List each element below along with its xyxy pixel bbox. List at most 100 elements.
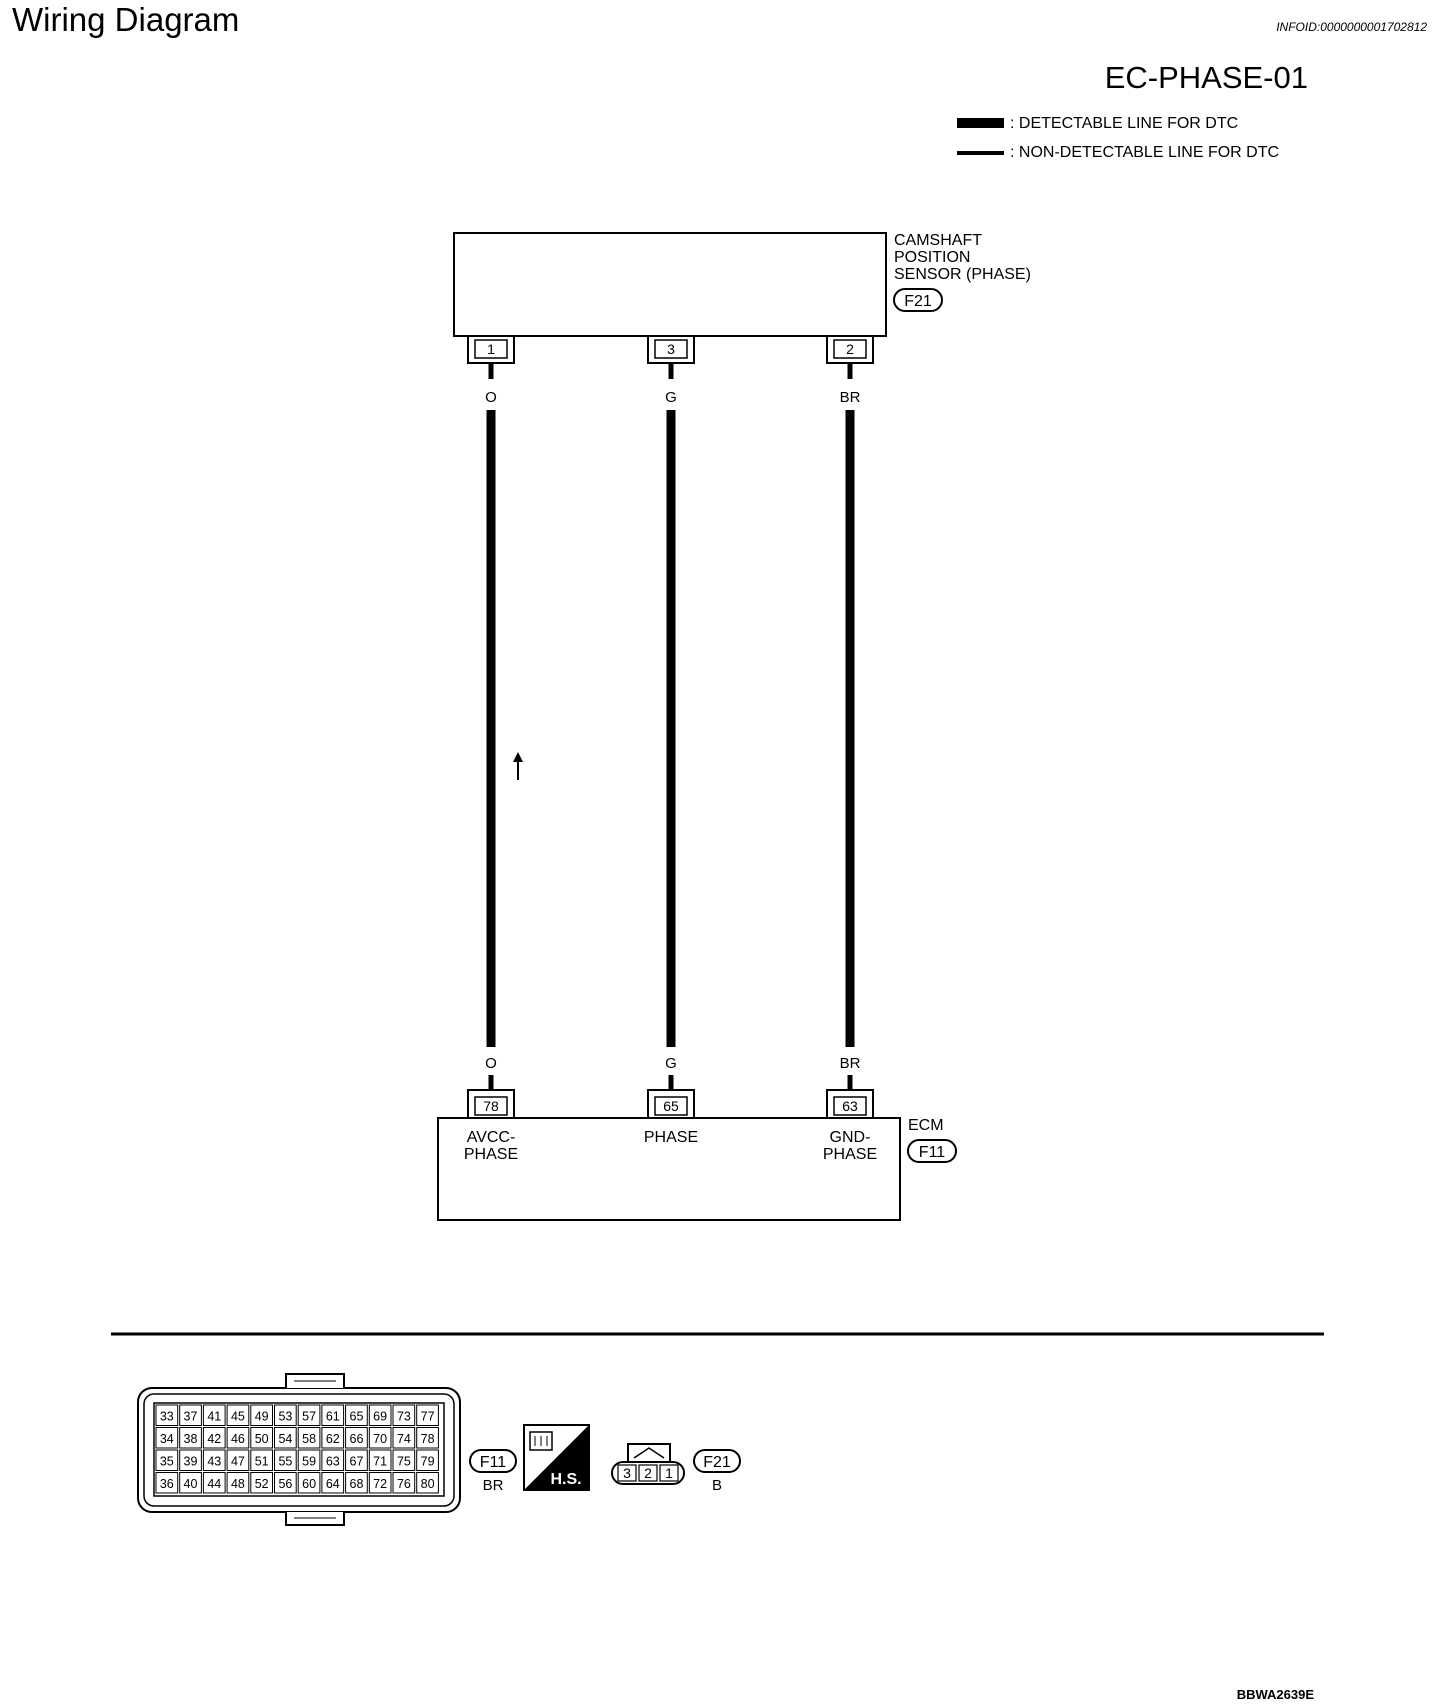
f11-pin-cell: [321, 1449, 345, 1471]
f11-pin-80: 80: [421, 1477, 435, 1491]
f11-pin-cell: [416, 1404, 439, 1426]
f11-pin-cell: [179, 1472, 202, 1494]
f11-pin-cell: [274, 1472, 297, 1494]
f11-pin-cell: [250, 1427, 274, 1449]
f11-pin-34: 34: [160, 1432, 174, 1446]
f11-pin-70: 70: [373, 1432, 387, 1446]
f11-pin-cell: [368, 1449, 392, 1471]
wire-color-bottom-o: O: [485, 1055, 497, 1072]
f11-pin-39: 39: [184, 1455, 198, 1469]
wire-g: 3 G G 65 PHASE: [644, 336, 698, 1146]
f11-pin-78: 78: [421, 1432, 435, 1446]
f11-pin-54: 54: [278, 1432, 292, 1446]
f11-pin-36: 36: [160, 1477, 174, 1491]
info-id: INFOID:0000000001702812: [1276, 20, 1427, 34]
legend-detectable-label: : DETECTABLE LINE FOR DTC: [1010, 115, 1238, 132]
f11-pin-cell: [274, 1404, 297, 1426]
f11-pin-62: 62: [326, 1432, 340, 1446]
ecm-connector-badge: [907, 1139, 957, 1163]
sensor-name-line1: CAMSHAFT: [894, 232, 982, 249]
f11-pin-cell: [226, 1472, 250, 1494]
f11-pin-38: 38: [184, 1432, 198, 1446]
wire-o: 1 O O 78 AVCC- PHASE: [464, 336, 518, 1163]
f11-pin-50: 50: [255, 1432, 269, 1446]
f11-pin-cell: [226, 1427, 250, 1449]
ecm-label-63-line1: GND-: [830, 1129, 871, 1146]
f11-pin-46: 46: [231, 1432, 245, 1446]
f11-pin-cell: [274, 1449, 297, 1471]
f11-pin-51: 51: [255, 1455, 269, 1469]
top-pin-box-3: [654, 339, 688, 359]
diagram-code: EC-PHASE-01: [1105, 60, 1308, 95]
f11-pin-cell: [368, 1404, 392, 1426]
legend-non-detectable-swatch: [957, 151, 1004, 155]
legend-detectable-swatch: [957, 118, 1004, 128]
f11-pin-57: 57: [302, 1410, 316, 1424]
f11-pin-cell: [345, 1472, 368, 1494]
ecm-label-65-line1: PHASE: [644, 1129, 698, 1146]
ecm-pin-65: 65: [663, 1098, 679, 1114]
f11-pin-59: 59: [302, 1455, 316, 1469]
f11-pin-cell: [392, 1427, 416, 1449]
f11-pin-cell: [416, 1449, 439, 1471]
ecm-name: ECM: [908, 1117, 944, 1134]
f11-pin-79: 79: [421, 1455, 435, 1469]
wire-color-top-g: G: [665, 389, 677, 406]
f11-pin-37: 37: [184, 1410, 198, 1424]
ecm-terminal-63: [826, 1089, 874, 1118]
f11-pin-52: 52: [255, 1477, 269, 1491]
top-pin-2: 2: [846, 341, 854, 357]
f11-id-badge: [469, 1449, 517, 1473]
f11-pin-68: 68: [350, 1477, 364, 1491]
f11-pin-cell: [416, 1472, 439, 1494]
f11-pin-cell: [250, 1404, 274, 1426]
f11-pin-69: 69: [373, 1410, 387, 1424]
arrow-up-icon: [513, 752, 523, 780]
ecm-pin-box-78: [474, 1096, 508, 1116]
f11-pin-40: 40: [184, 1477, 198, 1491]
connector-f21-face: 3 2 1: [611, 1443, 685, 1485]
sensor-box: [453, 232, 887, 337]
ecm-connector-id: F11: [919, 1144, 945, 1161]
f11-pin-74: 74: [397, 1432, 411, 1446]
f11-pin-63: 63: [326, 1455, 340, 1469]
f11-pin-61: 61: [326, 1410, 340, 1424]
f11-pin-33: 33: [160, 1410, 174, 1424]
f11-pin-42: 42: [207, 1432, 221, 1446]
f11-pin-58: 58: [302, 1432, 316, 1446]
f11-pin-cell: [155, 1472, 179, 1494]
top-pin-box-1: [474, 339, 508, 359]
f11-pin-43: 43: [207, 1455, 221, 1469]
f11-pin-cell: [250, 1449, 274, 1471]
f11-color: BR: [483, 1477, 504, 1494]
f11-pin-cell: [416, 1427, 439, 1449]
f11-pin-76: 76: [397, 1477, 411, 1491]
f11-pin-cell: [368, 1472, 392, 1494]
f11-pin-cell: [392, 1404, 416, 1426]
f11-pin-cell: [274, 1427, 297, 1449]
sensor-name-line3: SENSOR (PHASE): [894, 266, 1031, 283]
f11-pin-cell: [179, 1427, 202, 1449]
f11-pin-cell: [250, 1472, 274, 1494]
ecm-pin-63: 63: [842, 1098, 858, 1114]
f11-pin-cell: [297, 1472, 321, 1494]
f11-pin-cell: [297, 1404, 321, 1426]
f11-pin-41: 41: [207, 1410, 221, 1424]
f11-pin-60: 60: [302, 1477, 316, 1491]
f11-pin-53: 53: [278, 1410, 292, 1424]
legend-non-detectable-label: : NON-DETECTABLE LINE FOR DTC: [1010, 144, 1279, 161]
f11-pin-48: 48: [231, 1477, 245, 1491]
f21-color: B: [712, 1477, 722, 1494]
f11-pin-71: 71: [373, 1455, 387, 1469]
wire-color-top-br: BR: [840, 389, 861, 406]
f21-pin-1: 1: [665, 1465, 673, 1481]
ecm-box: [437, 1117, 901, 1221]
ecm-label-63-line2: PHASE: [823, 1146, 877, 1163]
harness-side-icon: H.S.: [523, 1424, 590, 1491]
f11-pin-cell: [392, 1472, 416, 1494]
f11-pin-cell: [226, 1449, 250, 1471]
f11-pin-55: 55: [278, 1455, 292, 1469]
sensor-name-line2: POSITION: [894, 249, 970, 266]
f11-pin-56: 56: [278, 1477, 292, 1491]
